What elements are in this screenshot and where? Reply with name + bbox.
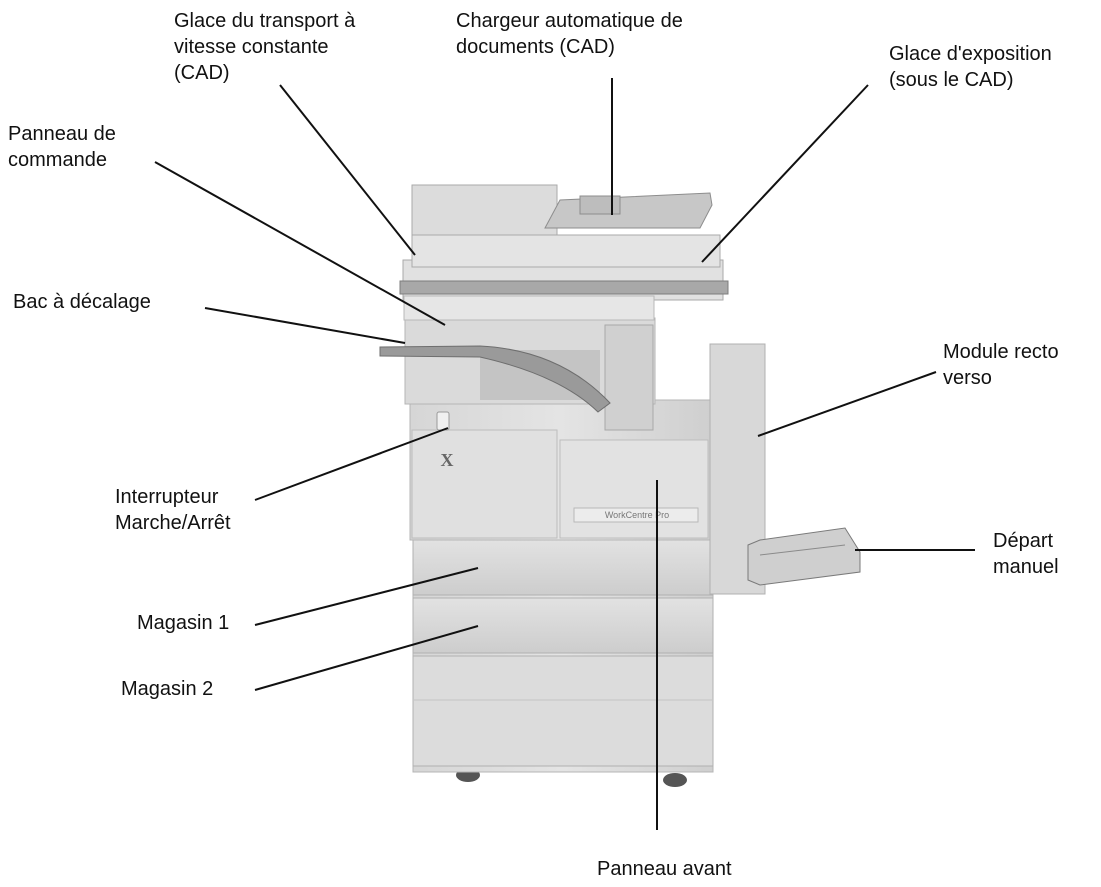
- label-interrupteur: Interrupteur Marche/Arrêt: [115, 486, 231, 534]
- control-panel-strip: [399, 280, 729, 295]
- model-plate: WorkCentre Pro: [604, 510, 670, 520]
- label-glace-transport: Glace du transport à vitesse constante (…: [174, 10, 356, 84]
- label-panneau-commande: Panneau de commande: [8, 123, 116, 171]
- model-plate-frame: [573, 507, 699, 523]
- label-magasin-2: Magasin 2: [121, 678, 214, 700]
- label-depart-manuel: Départ manuel: [993, 530, 1059, 578]
- leader-panneau-commande: [154, 161, 446, 326]
- leader-glace-transport: [279, 84, 416, 256]
- tray-2: [412, 597, 714, 654]
- xerox-logo: X: [440, 450, 454, 470]
- label-bac-decalage: Bac à décalage: [13, 291, 151, 313]
- offset-catch-tray: [379, 345, 611, 413]
- control-panel-lip: [403, 295, 655, 321]
- leader-module-recto-verso: [757, 371, 937, 437]
- label-panneau-avant: Panneau avant: [597, 858, 732, 880]
- document-handler-lid: [411, 234, 721, 268]
- label-chargeur: Chargeur automatique de documents (CAD): [456, 10, 683, 58]
- cabinet-base: [412, 655, 714, 767]
- finisher-block: [604, 324, 654, 431]
- label-glace-exposition: Glace d'exposition (sous le CAD): [889, 43, 1052, 91]
- bypass-tray: [747, 527, 861, 586]
- label-magasin-1: Magasin 1: [137, 612, 230, 634]
- leader-magasin-2: [254, 625, 479, 691]
- leader-magasin-1: [254, 567, 479, 626]
- left-front-door: [411, 429, 558, 539]
- label-module-recto-verso: Module recto verso: [943, 341, 1059, 389]
- leader-glace-exposition: [701, 84, 869, 263]
- leader-bac-decalage: [204, 307, 406, 344]
- leader-interrupteur: [254, 427, 449, 501]
